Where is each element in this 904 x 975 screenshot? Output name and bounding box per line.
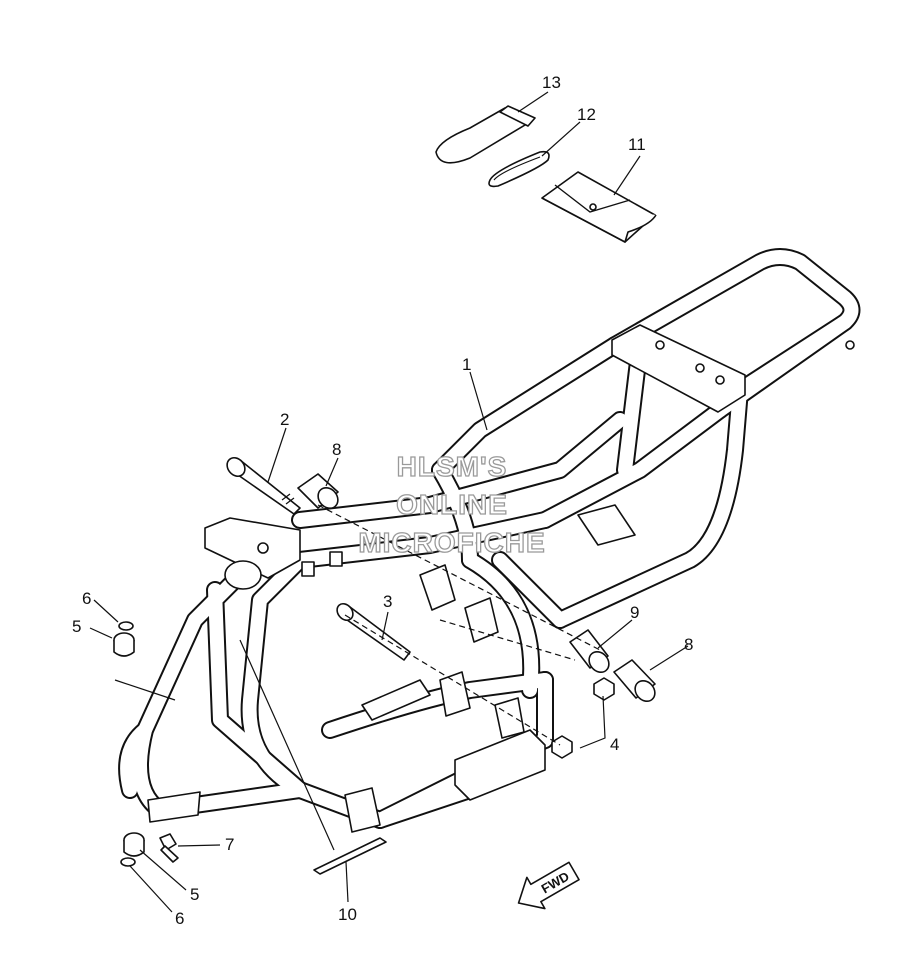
bolt-part-7 bbox=[159, 833, 179, 863]
watermark: HLSM'S ONLINE MICROFICHE bbox=[358, 450, 546, 558]
nut-part-4 bbox=[551, 677, 615, 759]
callout-9: 9 bbox=[630, 603, 639, 622]
forward-arrow-icon bbox=[517, 861, 580, 910]
callout-2: 2 bbox=[280, 410, 289, 429]
bushing-part-5-upper bbox=[113, 632, 135, 657]
callout-5-lower: 5 bbox=[190, 885, 199, 904]
callout-10: 10 bbox=[338, 905, 357, 924]
bolt-part-2 bbox=[226, 456, 301, 515]
strap-part-13 bbox=[435, 105, 536, 164]
bushing-part-5-lower bbox=[123, 832, 145, 857]
callout-5-upper: 5 bbox=[72, 617, 81, 636]
watermark-line-2: ONLINE bbox=[396, 489, 508, 520]
callout-8-upper: 8 bbox=[332, 440, 341, 459]
pouch-part-11 bbox=[541, 171, 657, 243]
callout-12: 12 bbox=[577, 105, 596, 124]
callout-7: 7 bbox=[225, 835, 234, 854]
callout-4: 4 bbox=[610, 735, 619, 754]
collar-part-8-upper bbox=[297, 473, 339, 510]
watermark-line-1: HLSM'S bbox=[397, 451, 508, 482]
callout-1: 1 bbox=[462, 355, 471, 374]
callout-6-upper: 6 bbox=[82, 589, 91, 608]
collar-part-8-lower bbox=[613, 659, 656, 703]
oring-part-6-lower bbox=[120, 857, 136, 867]
forward-arrow: FWD bbox=[517, 861, 580, 910]
watermark-line-3: MICROFICHE bbox=[358, 527, 545, 558]
callout-13: 13 bbox=[542, 73, 561, 92]
callout-8-lower: 8 bbox=[684, 635, 693, 654]
band-part-12 bbox=[488, 150, 550, 188]
main-frame bbox=[118, 248, 861, 833]
callout-6-lower: 6 bbox=[175, 909, 184, 928]
collar-part-9 bbox=[569, 629, 610, 674]
oring-part-6-upper bbox=[118, 621, 134, 631]
plate-part-10 bbox=[313, 837, 387, 875]
bolt-part-3 bbox=[336, 602, 411, 661]
leader-lines bbox=[89, 91, 689, 913]
callouts: 1 2 3 4 5 5 6 6 7 8 8 9 10 11 12 13 bbox=[72, 73, 693, 928]
callout-11: 11 bbox=[628, 135, 646, 154]
callout-3: 3 bbox=[383, 592, 392, 611]
